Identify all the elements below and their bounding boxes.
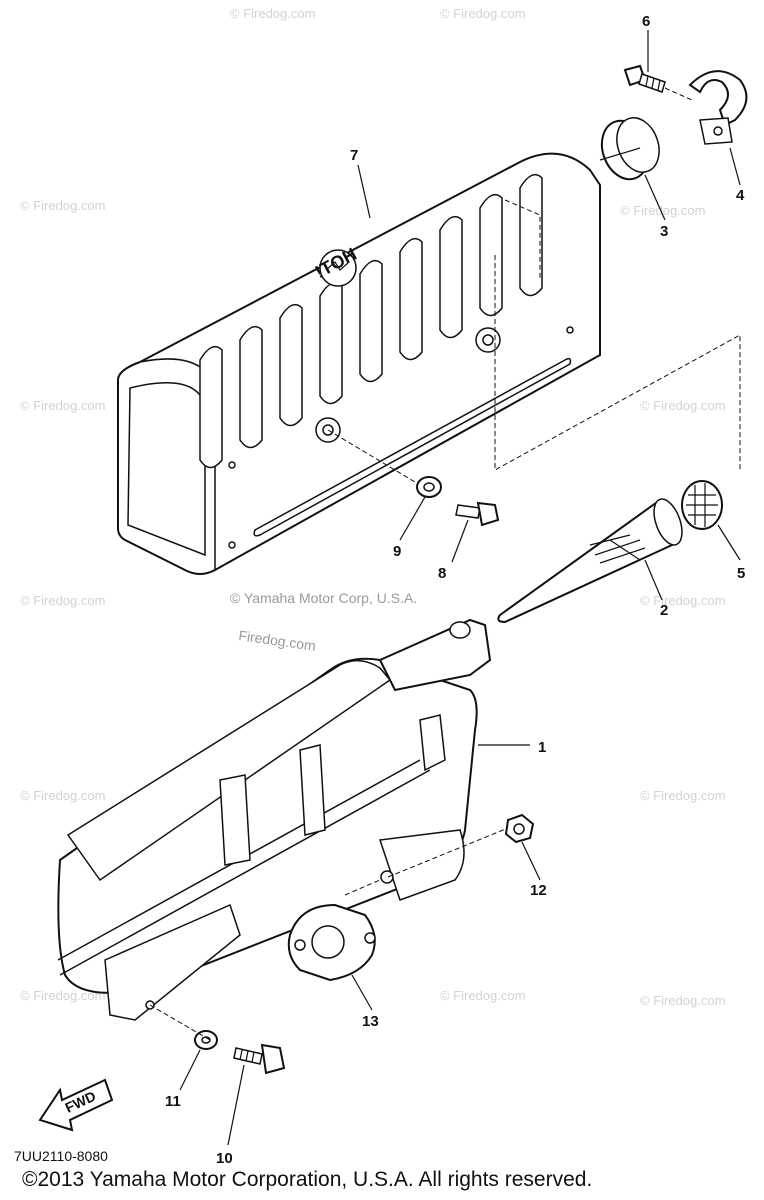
callout-4: 4 — [736, 187, 745, 204]
watermark: © Firedog.com — [20, 198, 105, 213]
gasket-13[interactable] — [287, 903, 376, 982]
callout-7: 7 — [350, 147, 358, 164]
watermark-group: © Firedog.com © Firedog.com © Firedog.co… — [20, 6, 725, 1008]
reference-line — [344, 879, 381, 896]
callout-8: 8 — [438, 565, 446, 582]
bolt-10[interactable] — [233, 1043, 286, 1075]
watermark: © Firedog.com — [440, 6, 525, 21]
muffler-1[interactable] — [57, 618, 492, 1021]
spark-arrester-screen-5[interactable] — [681, 480, 723, 530]
callout-5: 5 — [737, 565, 745, 582]
reference-line — [664, 87, 693, 101]
copyright-notice: ©2013 Yamaha Motor Corporation, U.S.A. A… — [22, 1168, 593, 1191]
reference-line — [494, 255, 741, 471]
hot-warning-label: HOT! — [312, 244, 360, 287]
center-watermark-site: Firedog.com — [238, 627, 317, 654]
reference-line — [327, 429, 421, 486]
watermark: © Firedog.com — [640, 993, 725, 1008]
callout-2: 2 — [660, 602, 668, 619]
watermark: © Firedog.com — [640, 398, 725, 413]
washer-9[interactable] — [416, 476, 442, 498]
spark-arrester-2[interactable] — [497, 495, 687, 624]
callout-1: 1 — [538, 739, 546, 756]
callout-6: 6 — [642, 13, 650, 30]
watermark: © Firedog.com — [20, 788, 105, 803]
watermark: © Firedog.com — [20, 398, 105, 413]
heat-shield-cover[interactable]: HOT! — [117, 152, 601, 575]
watermark: © Firedog.com — [640, 593, 725, 608]
leader-lines — [179, 30, 741, 1146]
callout-9: 9 — [393, 543, 401, 560]
clamp-4[interactable] — [688, 70, 748, 145]
watermark: © Firedog.com — [230, 6, 315, 21]
watermark: © Firedog.com — [20, 988, 105, 1003]
bolt-6[interactable] — [623, 64, 666, 93]
watermark: © Firedog.com — [640, 788, 725, 803]
end-cap-3[interactable] — [594, 112, 666, 186]
reference-line — [387, 827, 509, 878]
callout-labels: 6 4 3 7 5 2 1 9 8 12 13 11 10 — [165, 13, 745, 1167]
shield-ribs — [199, 173, 543, 469]
callout-13: 13 — [362, 1013, 379, 1030]
reference-line — [149, 1004, 211, 1041]
callout-11: 11 — [165, 1093, 181, 1110]
callout-10: 10 — [216, 1150, 233, 1167]
nut-12[interactable] — [504, 813, 535, 844]
forward-arrow-icon: FWD — [38, 1078, 114, 1132]
washer-11[interactable] — [194, 1030, 218, 1050]
callout-3: 3 — [660, 223, 668, 240]
bolt-8[interactable] — [455, 501, 500, 527]
diagram-code: 7UU2110-8080 — [14, 1148, 108, 1164]
callout-12: 12 — [530, 882, 547, 899]
reference-line — [504, 199, 541, 280]
watermark: © Firedog.com — [20, 593, 105, 608]
watermark: © Firedog.com — [440, 988, 525, 1003]
watermark: © Firedog.com — [620, 203, 705, 218]
center-watermark: © Yamaha Motor Corp, U.S.A. — [230, 590, 417, 606]
